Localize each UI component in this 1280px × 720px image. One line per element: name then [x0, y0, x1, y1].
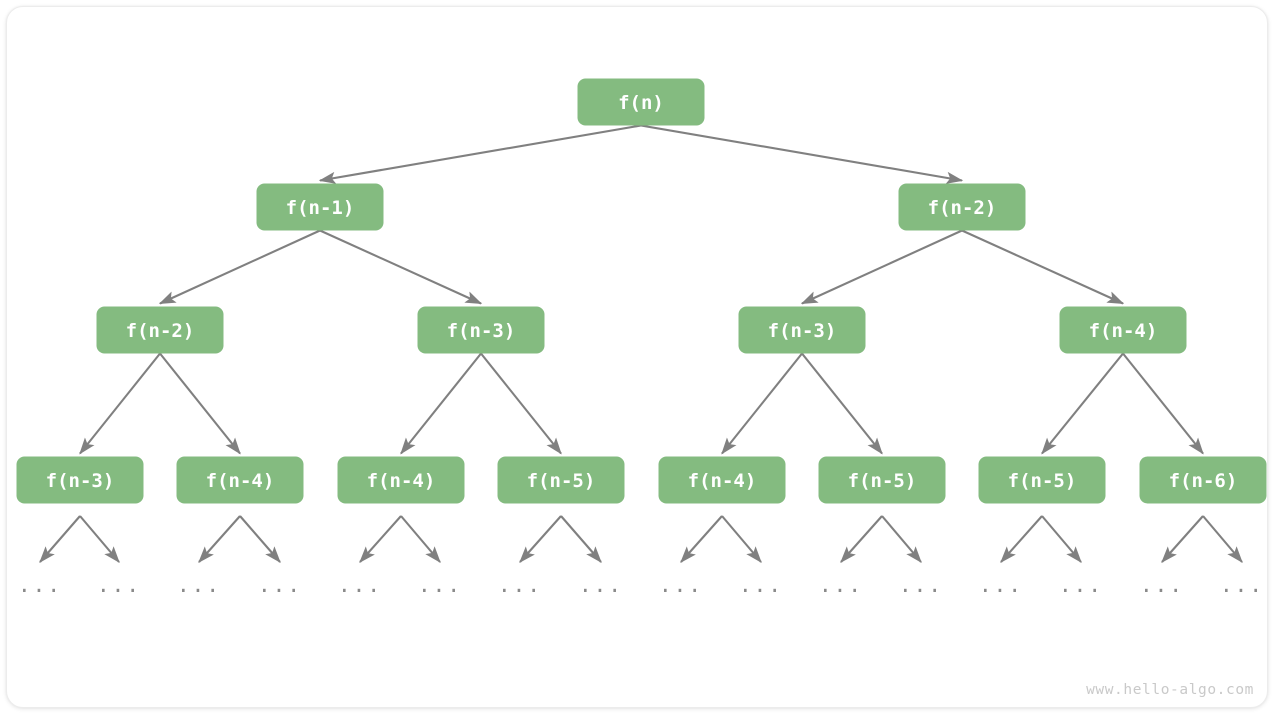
ellipsis-marker: ...	[338, 573, 382, 597]
tree-node-label: f(n-5)	[1008, 470, 1077, 492]
tree-edge-stub	[359, 515, 402, 563]
tree-edge	[480, 352, 562, 455]
tree-edge-stub	[1041, 515, 1082, 563]
tree-node-box	[497, 456, 625, 504]
tree-node[interactable]: f(n-6)	[1139, 456, 1267, 504]
ellipsis-marker: ...	[418, 573, 462, 597]
tree-edge-stub	[840, 515, 883, 563]
ellipsis-marker: ...	[579, 573, 623, 597]
tree-node-box	[1059, 306, 1187, 354]
tree-node-box	[738, 306, 866, 354]
tree-node-label: f(n-2)	[126, 320, 195, 342]
tree-node-box	[818, 456, 946, 504]
ellipsis-layer: ........................................…	[18, 573, 1264, 597]
tree-node-label: f(n-5)	[527, 470, 596, 492]
tree-edge	[158, 229, 321, 305]
ellipsis-marker: ...	[979, 573, 1023, 597]
tree-node[interactable]: f(n-3)	[738, 306, 866, 354]
tree-edge-stub	[680, 515, 723, 563]
ellipsis-marker: ...	[177, 573, 221, 597]
tree-node-box	[96, 306, 224, 354]
tree-edge-stub	[39, 515, 81, 563]
ellipsis-marker: ...	[1059, 573, 1103, 597]
tree-node[interactable]: f(n-4)	[337, 456, 465, 504]
ellipsis-marker: ...	[739, 573, 783, 597]
tree-edge-stub	[1000, 515, 1043, 563]
tree-edge-stub	[721, 515, 762, 563]
tree-node[interactable]: f(n)	[577, 78, 705, 126]
tree-edge	[961, 229, 1125, 305]
tree-node-label: f(n-1)	[286, 197, 355, 219]
tree-node-label: f(n-3)	[768, 320, 837, 342]
tree-node-box	[337, 456, 465, 504]
tree-node-label: f(n-6)	[1169, 470, 1238, 492]
tree-node-label: f(n-2)	[928, 197, 997, 219]
tree-node[interactable]: f(n-5)	[818, 456, 946, 504]
tree-edge	[800, 229, 963, 305]
tree-edge	[640, 124, 964, 184]
tree-edge-stub	[239, 515, 281, 563]
tree-node-box	[176, 456, 304, 504]
tree-node-box	[978, 456, 1106, 504]
ellipsis-marker: ...	[97, 573, 141, 597]
tree-node-label: f(n)	[618, 92, 664, 114]
tree-edge	[1041, 352, 1124, 455]
tree-node[interactable]: f(n-3)	[417, 306, 545, 354]
watermark: www.hello-algo.com	[1086, 682, 1254, 698]
tree-node[interactable]: f(n-2)	[898, 183, 1026, 231]
ellipsis-marker: ...	[899, 573, 943, 597]
tree-edge-stub	[400, 515, 441, 563]
tree-edge	[1122, 352, 1204, 455]
ellipsis-marker: ...	[1220, 573, 1264, 597]
tree-node[interactable]: f(n-5)	[497, 456, 625, 504]
ellipsis-marker: ...	[819, 573, 863, 597]
ellipsis-marker: ...	[18, 573, 62, 597]
tree-node[interactable]: f(n-5)	[978, 456, 1106, 504]
tree-node-label: f(n-3)	[46, 470, 115, 492]
tree-edge	[801, 352, 883, 455]
tree-node[interactable]: f(n-3)	[16, 456, 144, 504]
ellipsis-stub-layer	[39, 515, 1243, 563]
tree-edge	[400, 352, 482, 455]
tree-node[interactable]: f(n-2)	[96, 306, 224, 354]
tree-edge-stub	[79, 515, 120, 563]
edge-layer	[79, 124, 1204, 455]
tree-node-label: f(n-3)	[447, 320, 516, 342]
tree-node-label: f(n-5)	[848, 470, 917, 492]
tree-node-label: f(n-4)	[206, 470, 275, 492]
tree-node[interactable]: f(n-4)	[176, 456, 304, 504]
tree-edge-stub	[1161, 515, 1204, 563]
tree-edge-stub	[881, 515, 922, 563]
node-layer: f(n) f(n-1) f(n-2) f(n-2) f(n-3) f(n-3) f(n-4)…	[16, 78, 1267, 504]
tree-edge	[318, 124, 642, 184]
tree-edge-stub	[198, 515, 241, 563]
tree-node-box	[898, 183, 1026, 231]
ellipsis-marker: ...	[1140, 573, 1184, 597]
tree-edge-stub	[560, 515, 602, 563]
ellipsis-marker: ...	[498, 573, 542, 597]
tree-node-box	[16, 456, 144, 504]
tree-node-box	[417, 306, 545, 354]
tree-edge	[721, 352, 803, 455]
tree-node[interactable]: f(n-4)	[658, 456, 786, 504]
tree-node-box	[1139, 456, 1267, 504]
tree-edge	[159, 352, 241, 455]
tree-node-box	[658, 456, 786, 504]
tree-node-label: f(n-4)	[367, 470, 436, 492]
tree-edge-stub	[1202, 515, 1243, 563]
tree-node-label: f(n-4)	[688, 470, 757, 492]
tree-edge	[319, 229, 483, 305]
ellipsis-marker: ...	[258, 573, 302, 597]
tree-node[interactable]: f(n-4)	[1059, 306, 1187, 354]
tree-edge	[79, 352, 161, 455]
tree-node-label: f(n-4)	[1089, 320, 1158, 342]
tree-node[interactable]: f(n-1)	[256, 183, 384, 231]
tree-edge-stub	[519, 515, 562, 563]
tree-node-box	[256, 183, 384, 231]
tree-node-box	[577, 78, 705, 126]
ellipsis-marker: ...	[659, 573, 703, 597]
